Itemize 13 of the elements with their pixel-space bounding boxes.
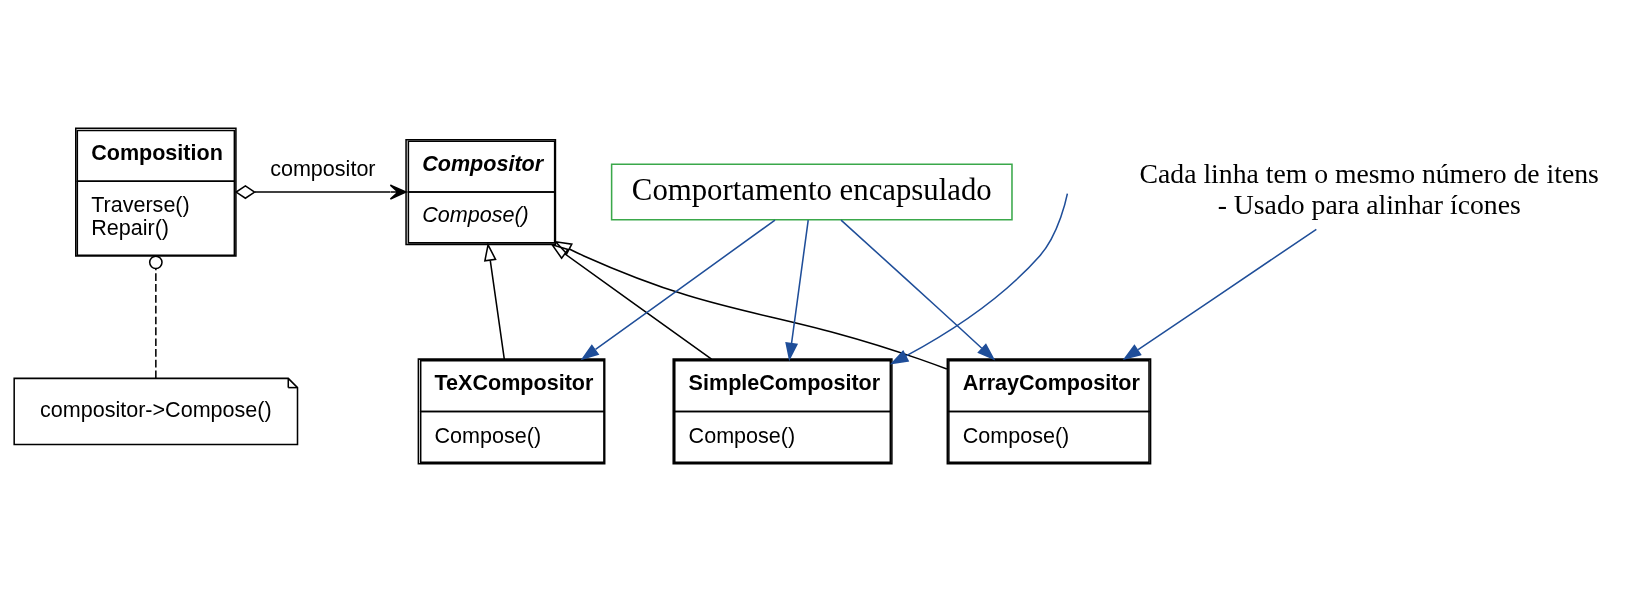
- connector: [148, 254, 163, 379]
- arrow: [580, 218, 776, 360]
- arrow: [889, 192, 1069, 364]
- node-text: Cada linha tem o mesmo número de itens - Usado para alinhar ícones: [1139, 157, 1599, 220]
- arrow: [553, 240, 948, 370]
- arrow: [234, 183, 407, 200]
- node-box: Comportamento encapsulado: [610, 163, 1013, 221]
- edge-label: compositor: [270, 155, 376, 181]
- arrow: [1122, 228, 1318, 360]
- arrow: [840, 218, 996, 361]
- arrow: [483, 242, 506, 360]
- arrow: [785, 218, 809, 361]
- arrow: [550, 243, 713, 360]
